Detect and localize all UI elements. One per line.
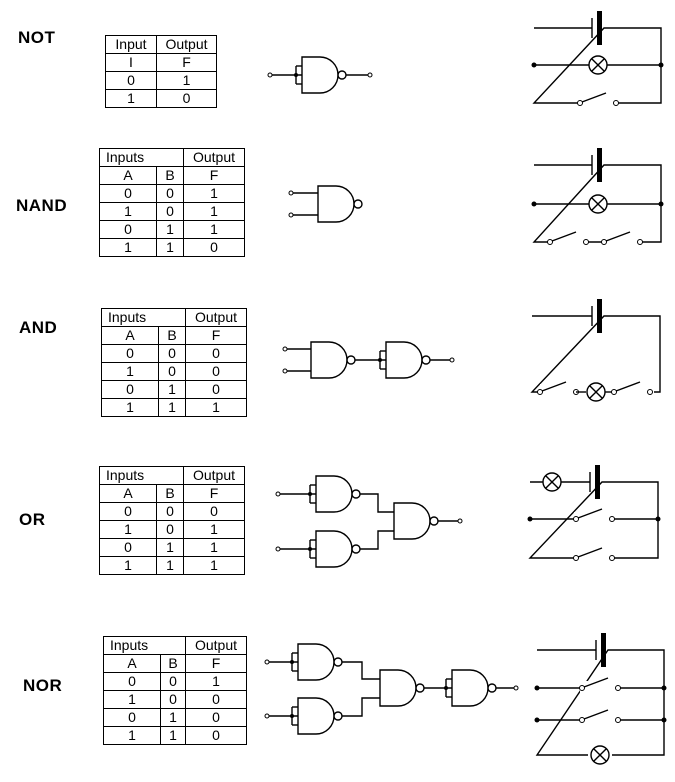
table-cell: 0 <box>185 690 247 709</box>
table-header-cell: Input <box>105 35 157 54</box>
table-cell: 0 <box>183 238 245 257</box>
table-cell: 1 <box>160 726 186 745</box>
table-row: 0 1 <box>105 71 217 90</box>
table-cell: 0 <box>185 726 247 745</box>
table-header-row: Inputs Output <box>99 466 245 485</box>
table-header-cell: Inputs <box>99 466 184 485</box>
label-and: AND <box>19 318 58 337</box>
label-nand: NAND <box>16 196 68 215</box>
not-circuit <box>531 10 664 107</box>
table-header-row: Inputs Output <box>103 636 247 655</box>
table-cell: 1 <box>158 398 186 417</box>
nand-gate-diagram <box>288 185 363 223</box>
or-gate-diagram <box>275 475 463 568</box>
table-header-row: Inputs Output <box>99 148 245 167</box>
or-circuit <box>527 464 661 563</box>
table-header-cell: Output <box>183 148 245 167</box>
table-cell: 1 <box>183 184 245 203</box>
table-cell: 1 <box>185 398 247 417</box>
not-gate-diagram <box>267 56 373 94</box>
label-or: OR <box>19 510 46 529</box>
label-nor: NOR <box>23 676 63 695</box>
and-gate-diagram <box>282 341 455 379</box>
table-header-cell: Output <box>185 308 247 327</box>
label-not: NOT <box>18 28 56 47</box>
nor-gate-diagram <box>264 643 519 735</box>
nand-circuit <box>531 147 664 248</box>
table-header-cell: Output <box>185 636 247 655</box>
table-header-cell: Inputs <box>103 636 186 655</box>
nor-circuit <box>534 632 667 765</box>
table-row: A B F <box>101 326 247 345</box>
table-row: A B F <box>99 166 245 185</box>
table-row: 1 0 <box>105 89 217 108</box>
table-cell: 0 <box>156 89 217 108</box>
truth-table-not: Input Output I F 0 1 1 0 <box>105 35 217 108</box>
table-row: A B F <box>99 484 245 503</box>
table-cell: 1 <box>183 556 245 575</box>
and-circuit <box>530 298 661 402</box>
table-header-cell: Inputs <box>99 148 184 167</box>
